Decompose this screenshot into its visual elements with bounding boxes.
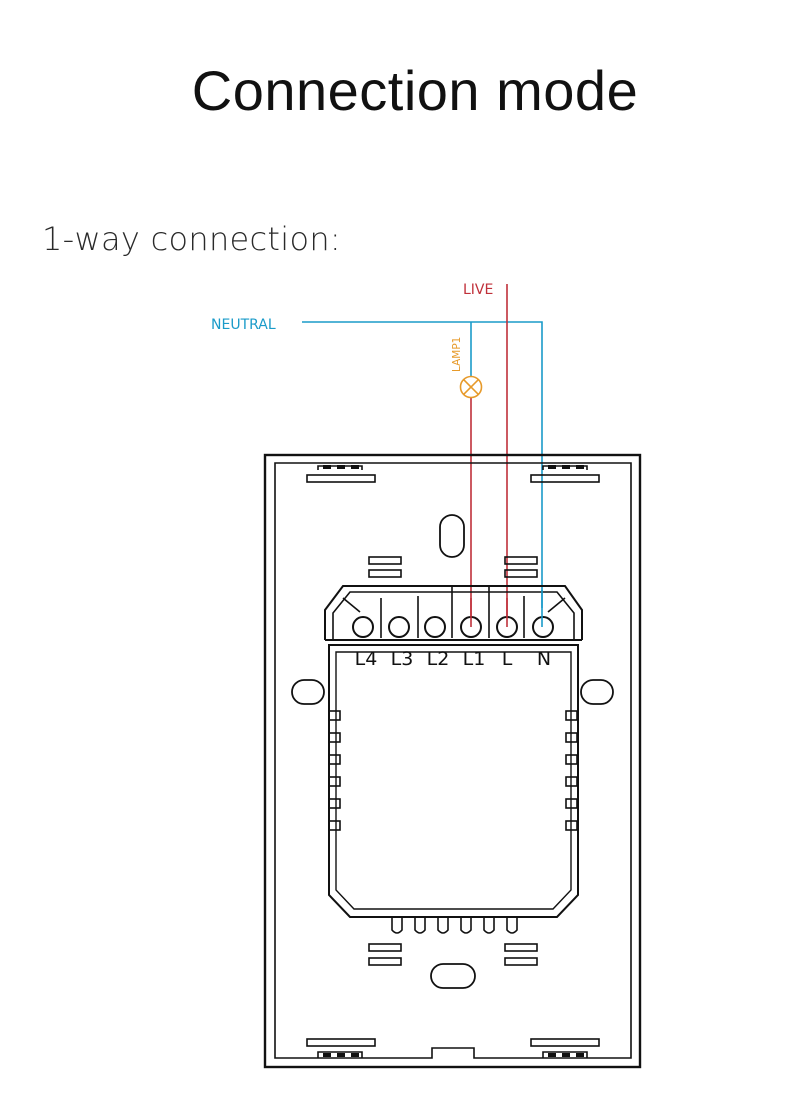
terminal-label-n: N — [537, 648, 551, 670]
terminal-screws — [352, 616, 554, 638]
terminal-label-l2: L2 — [427, 648, 450, 670]
terminal-l2-screw — [424, 616, 446, 638]
neutral-label: NEUTRAL — [211, 317, 276, 333]
switch-backplate — [263, 453, 642, 1069]
terminal-n-screw — [532, 616, 554, 638]
terminal-label-l: L — [502, 648, 513, 670]
page-title: Connection mode — [191, 59, 639, 122]
terminal-label-l3: L3 — [391, 648, 414, 670]
terminal-labels: L4 L3 L2 L1 L N — [355, 648, 551, 670]
terminal-label-l4: L4 — [355, 648, 378, 670]
live-label: LIVE — [463, 282, 493, 298]
terminal-l4-screw — [352, 616, 374, 638]
terminal-label-l1: L1 — [463, 648, 486, 670]
section-subtitle: 1-way connection: — [42, 220, 341, 258]
neutral-wire — [302, 321, 543, 608]
terminal-l3-screw — [388, 616, 410, 638]
lamp-icon — [459, 375, 483, 399]
lamp-label: LAMP1 — [451, 337, 463, 372]
